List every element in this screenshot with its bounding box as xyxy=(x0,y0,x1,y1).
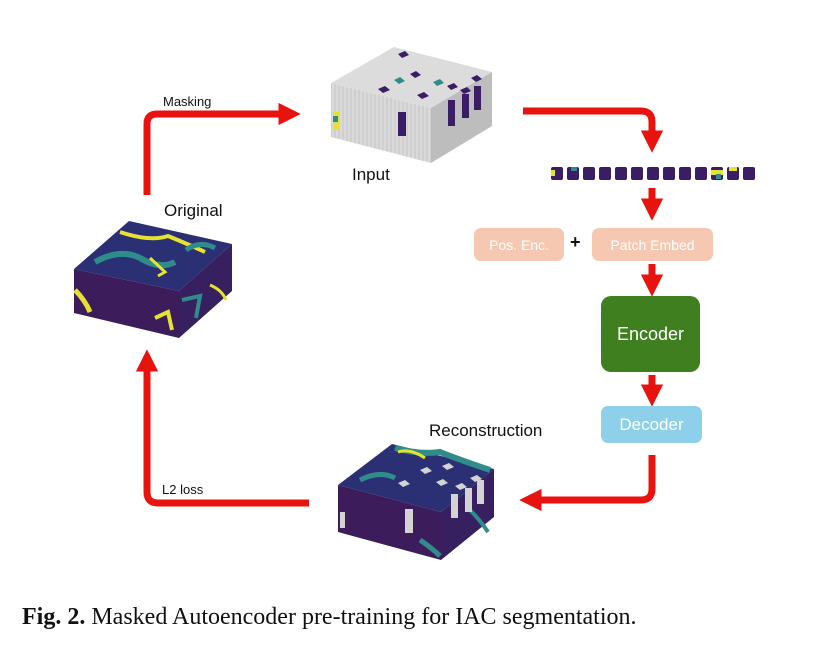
plus-sign: + xyxy=(570,232,581,252)
patch-embed-box: Patch Embed xyxy=(592,228,713,261)
arrow-input-to-tokens xyxy=(523,107,664,153)
caption-prefix: Fig. 2. xyxy=(22,604,86,630)
l2-loss-label: L2 loss xyxy=(162,482,204,497)
reconstruction-label: Reconstruction xyxy=(429,421,543,440)
arrow-original-to-input xyxy=(143,102,301,195)
reconstruction-volume-image xyxy=(338,444,494,560)
original-label: Original xyxy=(164,201,223,220)
input-label: Input xyxy=(352,165,390,184)
caption-text: Masked Autoencoder pre-training for IAC … xyxy=(91,604,637,630)
pos-enc-box: Pos. Enc. xyxy=(474,228,564,261)
decoder-box: Decoder xyxy=(601,406,702,443)
figure-caption: Fig. 2. Masked Autoencoder pre-training … xyxy=(22,604,637,631)
masking-label: Masking xyxy=(163,94,212,109)
encoder-box: Encoder xyxy=(601,296,700,372)
original-volume-image xyxy=(73,221,232,338)
patch-token-row xyxy=(551,167,755,180)
arrow-decoder-to-reconstruction xyxy=(519,455,656,512)
input-volume-image xyxy=(331,47,492,163)
arrow-reconstruction-to-original xyxy=(135,349,309,507)
